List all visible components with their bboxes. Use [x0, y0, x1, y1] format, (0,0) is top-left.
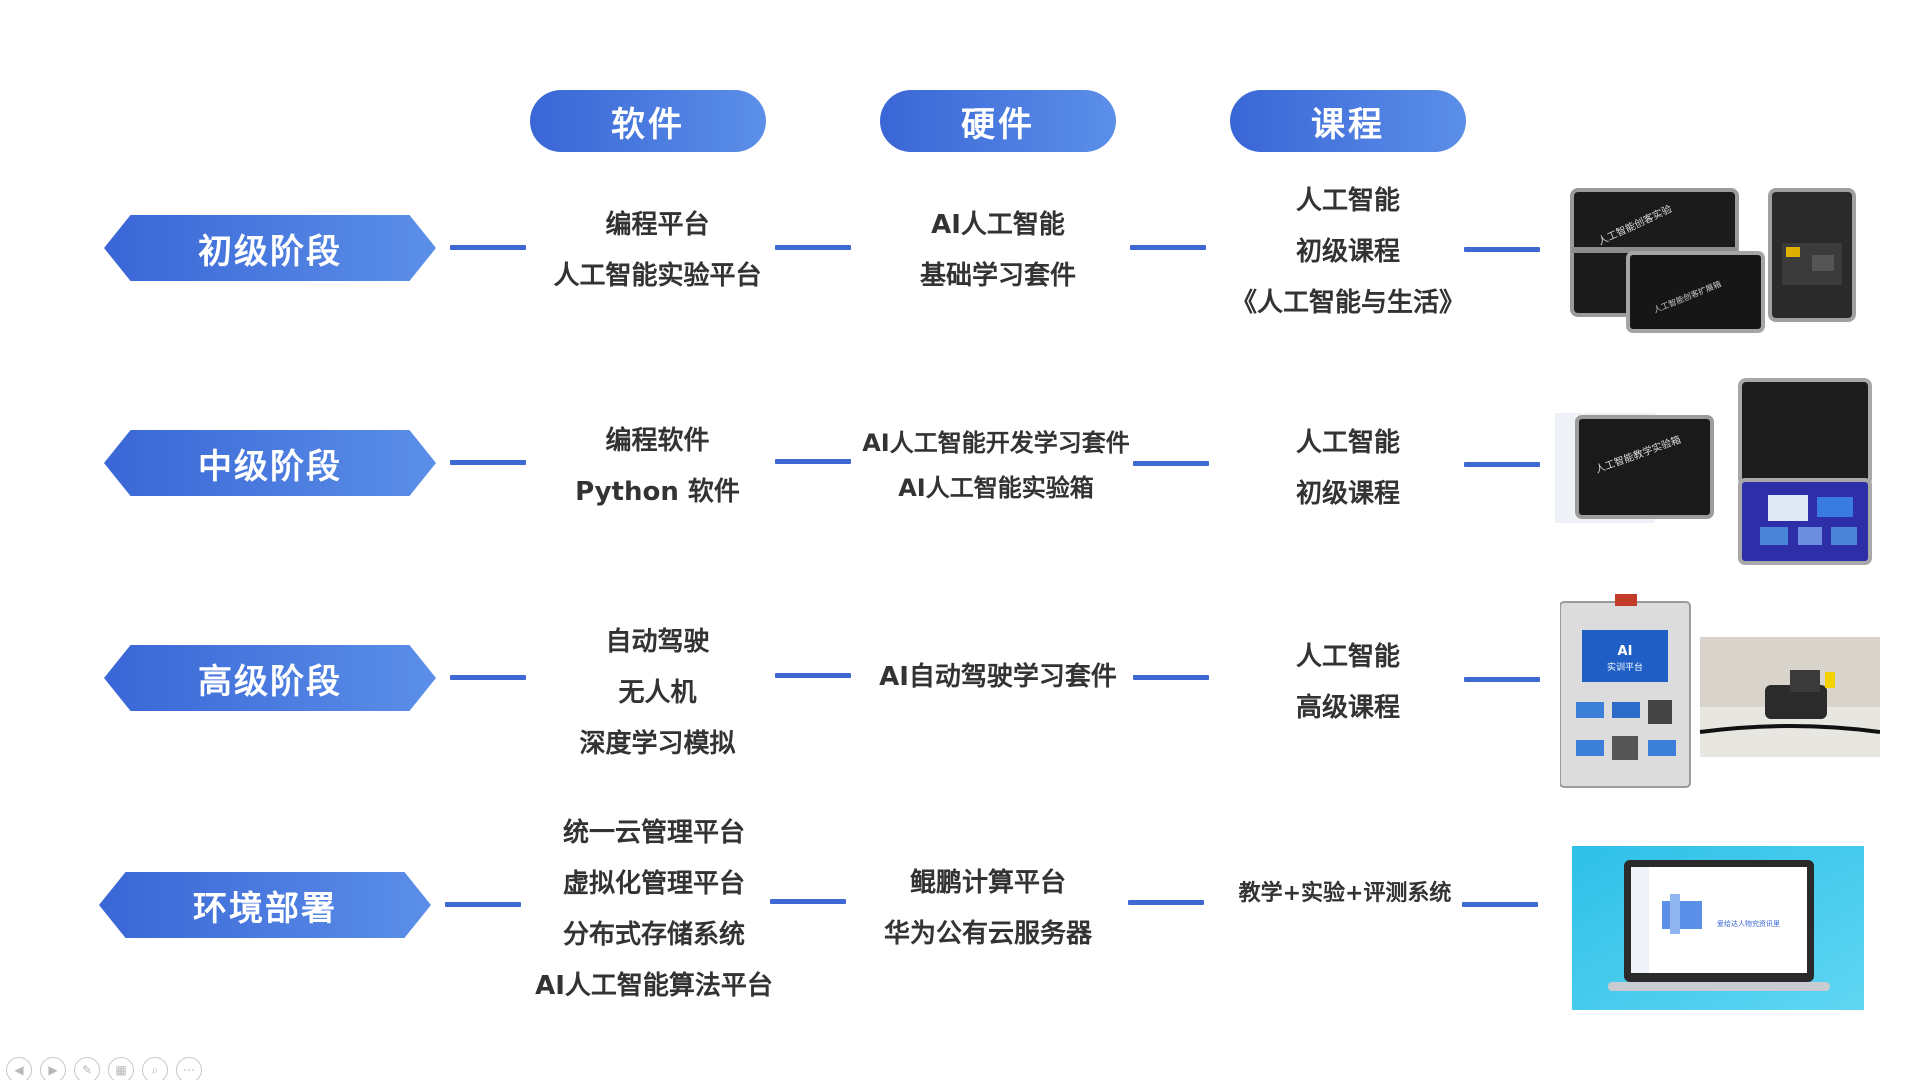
row2-course-line2: 初级课程 — [1295, 479, 1400, 509]
row4-course: 教学+实验+评测系统 — [1220, 872, 1470, 916]
screen-sub-text: 实训平台 — [1607, 661, 1643, 673]
laptop-screen-text: 爱给达人物究资讯里 — [1717, 919, 1780, 928]
connector — [450, 245, 526, 250]
connector — [445, 902, 521, 907]
row3-hardware: AI自动驾驶学习套件 — [860, 652, 1136, 703]
row1-hardware: AI人工智能 基础学习套件 — [880, 200, 1116, 302]
row3-software: 自动驾驶 无人机 深度学习模拟 — [530, 617, 785, 770]
connector — [1464, 247, 1540, 252]
row1-software-line1: 编程平台 — [605, 210, 710, 240]
ai-experiment-box-image: 人工智能教学实验箱 — [1555, 375, 1875, 580]
ai-maker-kit-cases-image: 人工智能创客实验 人工智能创客扩展箱 — [1560, 185, 1860, 335]
row2-software-line2: Python 软件 — [575, 477, 740, 507]
connector — [450, 460, 526, 465]
connector — [1464, 677, 1540, 682]
row1-course-line2: 初级课程 — [1295, 237, 1400, 267]
row4-software-line1: 统一云管理平台 — [562, 818, 745, 848]
row1-hardware-line2: 基础学习套件 — [919, 261, 1076, 291]
row3-course-line2: 高级课程 — [1295, 693, 1400, 723]
connector — [775, 245, 851, 250]
stage-intermediate: 中级阶段 — [104, 430, 436, 496]
connector — [1133, 675, 1209, 680]
row2-course: 人工智能 初级课程 — [1220, 418, 1476, 520]
row1-course: 人工智能 初级课程 《人工智能与生活》 — [1220, 176, 1476, 329]
connector — [450, 675, 526, 680]
row1-course-line1: 人工智能 — [1295, 186, 1400, 216]
laptop-platform-image: 爱给达人物究资讯里 — [1572, 846, 1864, 1010]
row4-software: 统一云管理平台 虚拟化管理平台 分布式存储系统 AI人工智能算法平台 — [510, 808, 798, 1012]
more-icon[interactable]: ⋯ — [176, 1057, 202, 1080]
row3-course-line1: 人工智能 — [1295, 642, 1400, 672]
row3-hardware-line1: AI自动驾驶学习套件 — [879, 662, 1117, 692]
row3-software-line3: 深度学习模拟 — [579, 729, 736, 759]
row3-course: 人工智能 高级课程 — [1220, 632, 1476, 734]
presentation-controls: ◀ ▶ ✎ ▦ ⌕ ⋯ — [6, 1057, 202, 1080]
row2-hardware: AI人工智能开发学习套件 AI人工智能实验箱 — [856, 421, 1136, 511]
screen-ai-text: AI — [1618, 644, 1633, 659]
connector — [1133, 461, 1209, 466]
connector — [1128, 900, 1204, 905]
connector — [775, 459, 851, 464]
row2-software: 编程软件 Python 软件 — [530, 416, 785, 518]
row4-hardware-line2: 华为公有云服务器 — [883, 919, 1092, 949]
next-icon[interactable]: ▶ — [40, 1057, 66, 1080]
stage-advanced: 高级阶段 — [104, 645, 436, 711]
row1-hardware-line1: AI人工智能 — [931, 210, 1065, 240]
row4-software-line3: 分布式存储系统 — [562, 920, 745, 950]
slides-icon[interactable]: ▦ — [108, 1057, 134, 1080]
connector — [770, 899, 846, 904]
row4-software-line4: AI人工智能算法平台 — [535, 971, 773, 1001]
row3-software-line2: 无人机 — [618, 678, 697, 708]
row3-software-line1: 自动驾驶 — [605, 627, 710, 657]
header-hardware: 硬件 — [880, 90, 1116, 152]
autonomous-driving-kit-image: AI 实训平台 — [1560, 590, 1880, 790]
connector — [1462, 902, 1538, 907]
row2-course-line1: 人工智能 — [1295, 428, 1400, 458]
row4-hardware-line1: 鲲鹏计算平台 — [909, 868, 1066, 898]
row2-software-line1: 编程软件 — [605, 426, 710, 456]
row4-software-line2: 虚拟化管理平台 — [562, 869, 745, 899]
row4-course-line1: 教学+实验+评测系统 — [1238, 881, 1452, 906]
connector — [775, 673, 851, 678]
row1-software: 编程平台 人工智能实验平台 — [530, 200, 785, 302]
header-course: 课程 — [1230, 90, 1466, 152]
zoom-icon[interactable]: ⌕ — [142, 1057, 168, 1080]
row1-course-line3: 《人工智能与生活》 — [1230, 288, 1465, 318]
stage-basic: 初级阶段 — [104, 215, 436, 281]
connector — [1130, 245, 1206, 250]
row4-hardware: 鲲鹏计算平台 华为公有云服务器 — [860, 858, 1116, 960]
prev-icon[interactable]: ◀ — [6, 1057, 32, 1080]
connector — [1464, 462, 1540, 467]
pen-icon[interactable]: ✎ — [74, 1057, 100, 1080]
row2-hardware-line2: AI人工智能实验箱 — [898, 474, 1094, 502]
stage-environment: 环境部署 — [99, 872, 431, 938]
row1-software-line2: 人工智能实验平台 — [553, 261, 762, 291]
header-software: 软件 — [530, 90, 766, 152]
row2-hardware-line1: AI人工智能开发学习套件 — [862, 429, 1130, 457]
